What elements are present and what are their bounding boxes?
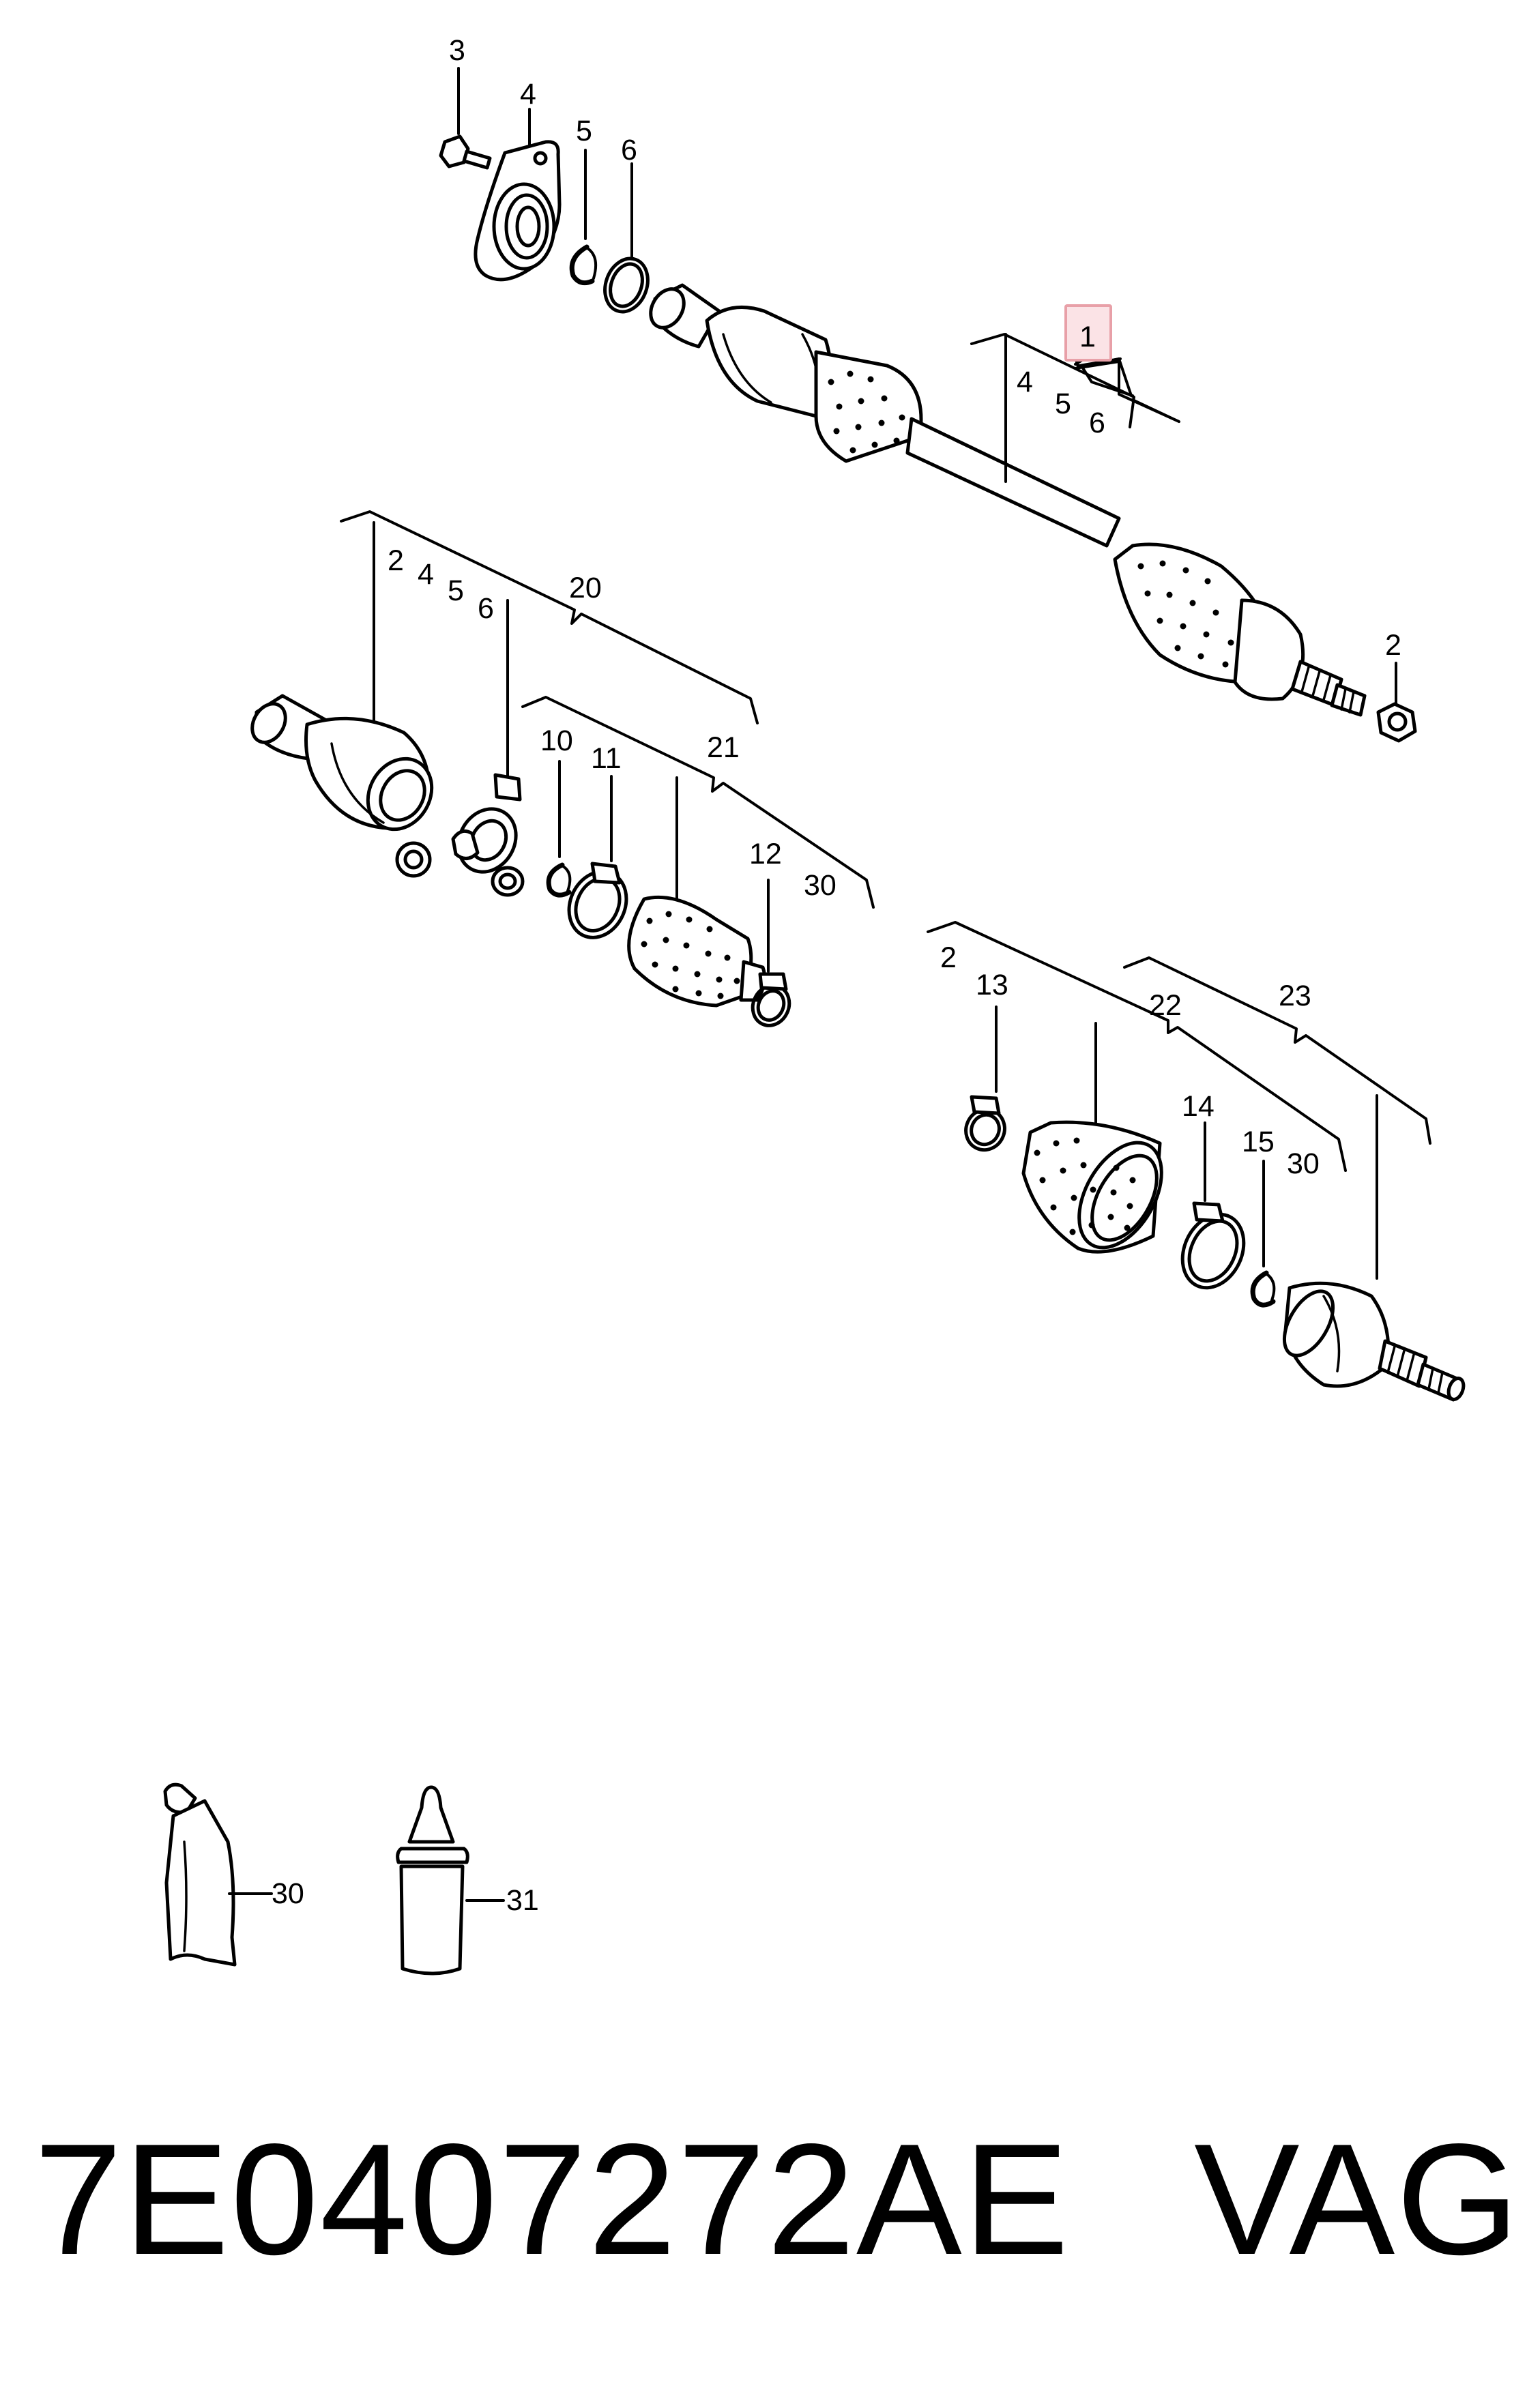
label-2[interactable]: 2 [1385,629,1401,662]
brand-name: VAG [1194,2111,1521,2288]
sealant-bottle [396,1785,505,1976]
outer-cv-joint [1282,1281,1466,1402]
cv-boot [627,895,767,1008]
label-5[interactable]: 5 [448,574,464,607]
cv-boot [1021,1120,1163,1254]
hose-clamp [964,1005,1006,1152]
label-30[interactable]: 30 [804,869,837,902]
outer-boot-texture [1137,560,1234,668]
label-11[interactable]: 11 [591,742,622,775]
assembly-bracket-20 [340,510,759,783]
label-6[interactable]: 6 [478,592,494,625]
label-5[interactable]: 5 [1055,387,1071,420]
part-number-footer: 7E0407272AE VAG [34,2111,1519,2289]
circlip [1250,1160,1276,1308]
drive-shaft-exploded-diagram: 3 4 5 6 1 4 5 6 2 2 4 5 6 20 10 11 21 12… [163,34,1466,1976]
label-6[interactable]: 6 [1089,407,1105,439]
label-5[interactable]: 5 [576,115,592,147]
hose-clamp [567,775,628,939]
label-31[interactable]: 31 [506,1884,539,1917]
bolt [439,67,492,170]
label-2[interactable]: 2 [388,544,404,577]
label-4[interactable]: 4 [1017,366,1033,398]
label-23[interactable]: 23 [1279,980,1311,1012]
roller-ring-right [491,866,525,897]
inner-joint-housing [250,694,434,832]
hex-nut [1376,662,1417,743]
label-30[interactable]: 30 [1287,1147,1320,1180]
assembly-bracket-23 [1123,956,1431,1280]
circlip [569,149,597,286]
boot-texture [641,911,740,999]
label-2[interactable]: 2 [940,941,957,974]
label-21[interactable]: 21 [707,731,740,764]
hose-clamp [1180,1121,1246,1290]
label-12[interactable]: 12 [749,838,782,870]
grease-tube [163,1782,273,1967]
boot-texture [1034,1137,1136,1235]
highlight-box[interactable] [1064,304,1112,362]
label-1[interactable]: 1 [1079,321,1096,353]
roller-ring-left [395,841,432,878]
o-ring [603,162,650,314]
callout-labels: 3 4 5 6 1 4 5 6 2 2 4 5 6 20 10 11 21 12… [272,34,1401,1917]
label-10[interactable]: 10 [540,724,573,757]
label-22[interactable]: 22 [1149,989,1182,1022]
inner-boot-texture [828,370,905,454]
label-6[interactable]: 6 [621,134,637,166]
label-4[interactable]: 4 [418,558,434,591]
tripod-bearing [451,773,522,874]
drive-shaft-assembly [649,283,1367,717]
assembly-bracket-21 [521,696,875,909]
label-20[interactable]: 20 [569,572,602,604]
label-14[interactable]: 14 [1182,1090,1215,1123]
part-number: 7E0407272AE [34,2111,1071,2288]
bearing-flange-plate [474,108,562,282]
label-15[interactable]: 15 [1242,1126,1275,1158]
circlip [546,760,572,898]
label-13[interactable]: 13 [976,969,1008,1001]
label-4[interactable]: 4 [520,78,536,111]
label-30[interactable]: 30 [272,1877,304,1910]
label-3[interactable]: 3 [449,34,465,67]
hose-clamp [751,879,791,1027]
